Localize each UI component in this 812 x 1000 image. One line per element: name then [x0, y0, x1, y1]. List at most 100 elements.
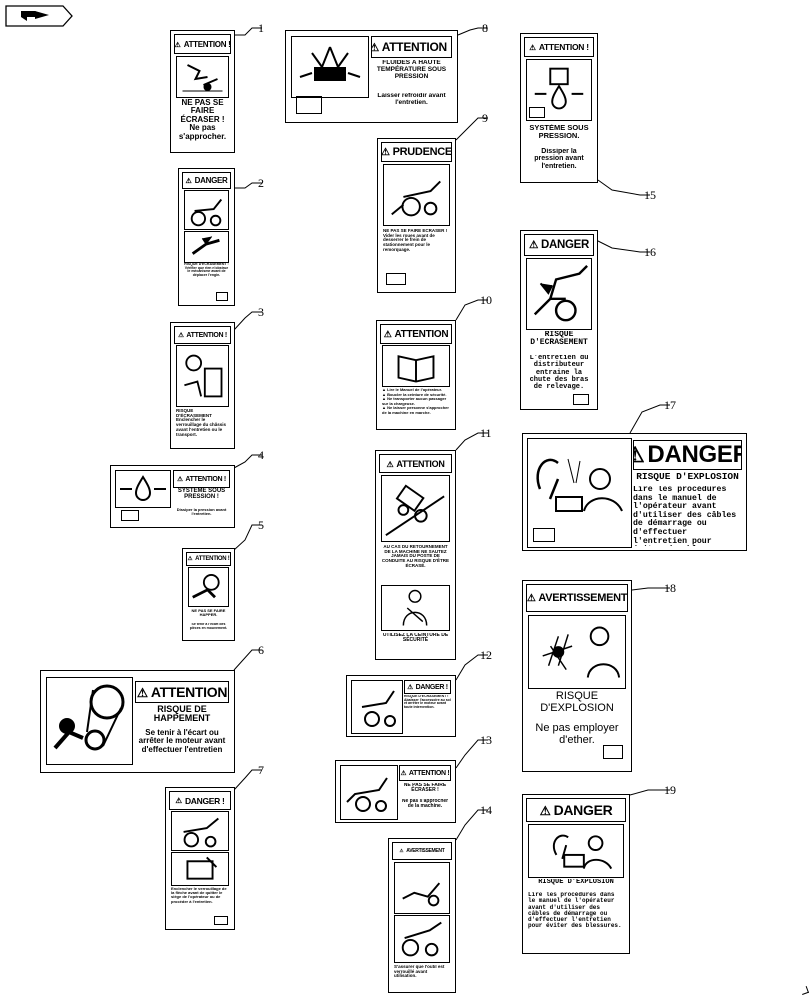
decal-10-item: ▲ Ne laisser personne s'approcher de la …	[382, 405, 449, 415]
decal-10-item-text: Boucler la ceinture de sécurité.	[387, 391, 447, 397]
next-page-arrow-icon[interactable]	[5, 5, 73, 27]
decal-16-boom-crush-pictogram	[526, 258, 592, 330]
warning-triangle-icon: ⚠	[526, 592, 536, 604]
decal-13: ⚠ATTENTION ! NE PAS SE FAIRE ÉCRASER ! N…	[335, 760, 456, 823]
decal-6: ⚠ATTENTION RISQUE DE HAPPEMENT Se tenir …	[40, 670, 235, 773]
decal-9-text: NE PAS SE FAIRE ÉCRASER ! Vider les roue…	[383, 229, 448, 252]
manual-book-icon	[296, 96, 322, 114]
decal-17-header-text: DANGER	[647, 441, 742, 468]
callout-number-17: 17	[664, 398, 676, 412]
decal-3-text: RISQUE D'ÉCRASEMENT Enclencher le verrou…	[176, 409, 227, 437]
decal-4-pressure-pictogram	[115, 470, 171, 508]
decal-5-title: NE PAS SE FAIRE HAPPER.	[191, 609, 226, 618]
decal-18-header-text: AVERTISSEMENT	[538, 592, 628, 604]
decal-14-coupler-pictogram	[394, 915, 450, 963]
callout-number-7: 7	[258, 763, 264, 777]
decal-4-title: SYSTÈME SOUS PRESSION !	[177, 488, 226, 501]
decal-8-text: Laisser refroidir avant l'entretien.	[377, 93, 446, 106]
warning-triangle-icon: ⚠	[136, 685, 148, 700]
callout-number-15: 15	[644, 188, 656, 202]
decal-6-header: ⚠ATTENTION	[135, 681, 229, 703]
decal-10-item: ▲ Lire le Manuel de l'opérateur.	[382, 387, 443, 392]
decal-10-header-text: ATTENTION	[394, 328, 449, 340]
warning-triangle-icon: ⚠	[185, 176, 192, 185]
next-page-arrow-icon-graphic	[5, 5, 73, 27]
decal-18-header: ⚠AVERTISSEMENT	[526, 584, 628, 612]
decal-4-header: ⚠ATTENTION !	[173, 470, 230, 488]
decal-12: ⚠DANGER ! RISQUE D'ÉCRASEMENT ! Abaisser…	[346, 675, 456, 737]
decal-10-list: ▲ Lire le Manuel de l'opérateur. ▲ Boucl…	[382, 387, 450, 425]
decal-2-hand-pictogram	[184, 231, 229, 263]
decal-17-title: RISQUE D'EXPLOSION	[636, 472, 739, 482]
decal-17-header: ⚠DANGER	[633, 440, 742, 470]
warning-triangle-icon: ⚠	[529, 42, 536, 52]
callout-number-9: 9	[482, 111, 488, 125]
decal-11-text-rollover: AU CAS DU RETOURNEMENT DE LA MACHINE NE …	[381, 545, 450, 568]
decal-12-header: ⚠DANGER !	[404, 680, 451, 694]
callout-number-11: 11	[480, 426, 492, 440]
decal-3: ⚠ATTENTION ! RISQUE D'ÉCRASEMENT Enclenc…	[170, 322, 235, 449]
decal-19-battery-explosion-pictogram	[528, 824, 624, 878]
decal-10-item: ▲ Boucler la ceinture de sécurité.	[382, 391, 447, 397]
decal-14-attachment-pictogram	[394, 862, 450, 914]
decal-7-header-text: DANGER !	[184, 795, 225, 806]
decal-18-title: RISQUE D'EXPLOSION	[540, 691, 614, 714]
decal-6-text: Se tenir à l'écart ou arrêter le moteur …	[138, 729, 226, 754]
decal-5: ⚠ATTENTION ! NE PAS SE FAIRE HAPPER. Se …	[182, 548, 235, 641]
decal-1-header-text: ATTENTION !	[183, 39, 231, 49]
manual-book-icon	[214, 916, 228, 925]
decal-3-frame-lock-pictogram	[176, 345, 229, 407]
decal-13-header-text: ATTENTION !	[408, 769, 450, 777]
decal-17: ⚠DANGER RISQUE D'EXPLOSION Lire les proc…	[522, 433, 747, 551]
decal-7-text: Enclencher le verrouillage de la flèche …	[171, 887, 227, 904]
decal-7: ⚠DANGER ! Enclencher le verrouillage de …	[165, 787, 235, 930]
manual-book-icon	[573, 394, 589, 405]
decal-4-header-text: ATTENTION !	[185, 475, 226, 483]
decal-17-battery-explosion-pictogram	[527, 438, 632, 548]
decal-7-header: ⚠DANGER !	[169, 791, 231, 810]
decal-5-text: Se tenir à l'écart des pièces en mouveme…	[189, 623, 228, 630]
warning-triangle-icon: ⚠	[178, 331, 184, 339]
decal-16-header: ⚠DANGER	[524, 234, 594, 256]
warning-triangle-icon: ⚠	[399, 848, 404, 853]
warning-triangle-icon: ⚠	[174, 39, 181, 49]
manual-book-icon	[529, 107, 545, 118]
manual-book-icon	[216, 292, 228, 301]
decal-2-loader-pictogram	[184, 190, 229, 230]
decal-11-seatbelt-pictogram	[381, 585, 450, 631]
callout-number-4: 4	[258, 448, 264, 462]
decal-11-rollover-pictogram	[381, 475, 450, 542]
warning-triangle-icon: ⚠	[634, 442, 645, 468]
decal-15-header: ⚠ATTENTION !	[524, 37, 594, 57]
decal-13-header: ⚠ATTENTION !	[399, 765, 451, 781]
decal-14-header: ⚠AVERTISSEMENT	[392, 842, 452, 860]
decal-8-hot-fluid-pictogram	[291, 36, 369, 98]
warning-triangle-icon: ⚠	[386, 459, 394, 469]
decal-11-header-text: ATTENTION	[396, 458, 445, 469]
warning-triangle-icon: ⚠	[539, 803, 551, 818]
decal-2-header-text: DANGER	[194, 176, 228, 185]
decal-12-text: RISQUE D'ÉCRASEMENT ! Abaisser l'accesso…	[404, 695, 451, 710]
callout-number-2: 2	[258, 176, 264, 190]
decal-15-text: Dissiper la pression avant l'entretien.	[534, 148, 584, 170]
decal-6-header-text: ATTENTION	[150, 684, 228, 700]
callout-number-8: 8	[482, 21, 488, 35]
decal-19-header: ⚠DANGER	[526, 798, 626, 822]
decal-15-header-text: ATTENTION !	[538, 42, 589, 52]
decal-2-header: ⚠DANGER	[182, 172, 231, 189]
manual-book-icon	[386, 273, 406, 285]
decal-7-lock-pictogram	[171, 852, 229, 886]
decal-10-item: ▲ Ne transporter aucun passager sur la c…	[382, 396, 447, 406]
decal-13-loader-pictogram	[340, 765, 398, 820]
decal-16-text: L'entretien du distributeur entraine la …	[529, 355, 589, 392]
decal-8-header-text: ATTENTION !	[381, 40, 452, 54]
decal-14-text: S'assurer que l'outil est verrouillé ava…	[394, 965, 445, 979]
decal-6-belt-pictogram	[46, 677, 133, 765]
decal-9-header-text: PRUDENCE	[392, 146, 452, 158]
callout-number-16: 16	[644, 245, 656, 259]
manual-book-icon	[603, 745, 623, 759]
decal-8-header: ⚠ATTENTION !	[371, 36, 452, 58]
decal-17-text: Lire les procédures dans le manuel de l'…	[633, 486, 737, 546]
manual-book-icon	[533, 528, 555, 542]
